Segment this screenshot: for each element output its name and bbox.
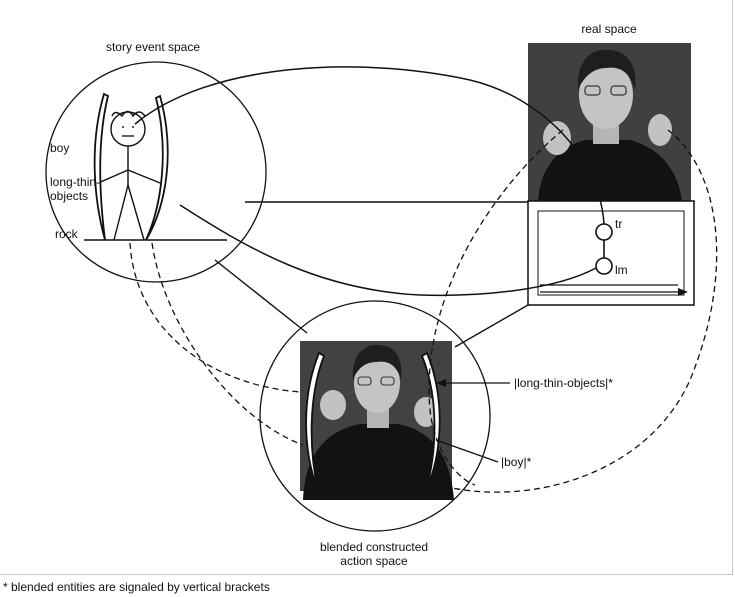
blended-long-thin-object-left <box>305 351 326 491</box>
story-to-blend-dashed-outer <box>129 242 301 393</box>
real-to-blend-dashed-outer <box>451 129 718 493</box>
story-event-space <box>45 61 267 283</box>
boy-left-leg <box>113 184 129 241</box>
long-thin-objects-label-line1: long-thin- <box>50 175 101 189</box>
boy-pointer <box>435 439 499 463</box>
long-thin-objects-label-line2: objects <box>50 189 89 203</box>
blended-long-thin-objects-label: |long-thin-objects|* <box>514 376 613 390</box>
lm-label: lm <box>615 263 628 277</box>
blended-boy-label: |boy|* <box>501 455 532 469</box>
footnote: * blended entities are signaled by verti… <box>3 580 270 594</box>
blended-person-shirt <box>303 424 454 500</box>
schema-arrow-head <box>678 288 688 296</box>
blended-space-title-line1: blended constructed <box>319 540 429 554</box>
real-space-person-left-fist <box>543 121 571 155</box>
real-space-photo <box>528 43 691 201</box>
lm-node <box>595 257 613 275</box>
real-space-person-shirt <box>538 140 682 201</box>
blended-long-thin-object-right <box>420 351 441 491</box>
image-schema-box <box>527 200 695 306</box>
story-to-blend-dashed-inner <box>151 242 304 446</box>
real-to-blend-dashed-inner <box>428 129 564 486</box>
real-space-person-hair <box>577 49 636 90</box>
figure-frame <box>0 0 733 575</box>
real-space-person-glasses-left <box>584 85 601 96</box>
boy-arms <box>95 169 166 186</box>
object-to-lm-mapping <box>179 204 597 297</box>
blended-person-left-fist <box>320 390 346 420</box>
boy-hair <box>111 110 146 118</box>
boy-to-tr-mapping <box>134 66 605 225</box>
blended-person-glasses-right <box>380 376 395 386</box>
boy-head <box>110 111 146 147</box>
boy-right-leg <box>127 184 145 241</box>
tr-node <box>595 223 613 241</box>
blended-person-hair <box>352 344 402 380</box>
story-event-space-circle <box>45 61 267 283</box>
boy-label: boy <box>50 141 70 155</box>
blended-space-title-line2: action space <box>340 554 408 568</box>
real-space-person-right-fist <box>648 114 672 146</box>
story-event-space-title: story event space <box>105 40 201 54</box>
tr-label: tr <box>615 217 623 231</box>
boy-stick-figure <box>95 110 166 241</box>
long-thin-objects-pointer-head <box>436 379 446 387</box>
blended-person-face <box>354 353 400 413</box>
real-space-title: real space <box>581 22 637 36</box>
blended-space <box>259 300 491 532</box>
real-space-person-glasses-right <box>610 85 627 96</box>
real-space-person-face <box>579 61 633 129</box>
long-thin-object-left <box>93 92 110 241</box>
long-thin-object-right <box>145 94 169 241</box>
schema-outer-box <box>527 200 695 306</box>
blended-person-glasses-left <box>357 376 372 386</box>
rock-label: rock <box>55 227 78 241</box>
story-to-blend-line <box>214 259 308 334</box>
schema-to-blend-line <box>454 304 529 348</box>
schema-inner-box <box>537 210 685 296</box>
